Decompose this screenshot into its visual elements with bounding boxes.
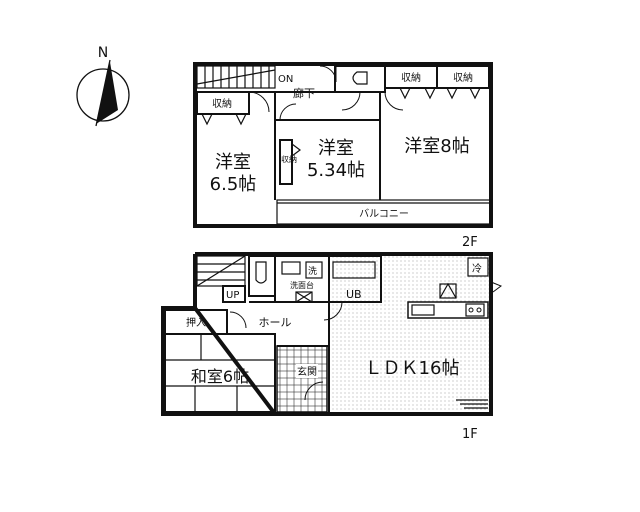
- room-western-65-line1: 洋室: [215, 152, 251, 173]
- vanity-label: 洗面台: [290, 280, 314, 290]
- room-japanese-6: 和室6帖: [191, 367, 249, 386]
- oshiire-label: 押入: [186, 316, 206, 329]
- stairs-on-label: ON: [278, 74, 293, 85]
- washing-label: 洗: [308, 265, 317, 277]
- room-western-534-line1: 洋室: [318, 138, 354, 159]
- storage-label-3: 収納: [212, 97, 232, 110]
- room-western-65-line2: 6.5帖: [210, 174, 257, 195]
- floor-1-label: 1F: [462, 427, 478, 442]
- room-ldk-16: ＬＤＫ16帖: [365, 358, 460, 379]
- unit-bath-label: UB: [346, 288, 362, 301]
- floor-2: ON 廊下 収納 収納 収納: [193, 62, 493, 250]
- floor-1: UP 洗 洗面台 UB ホール 押入 和室6帖: [161, 252, 503, 442]
- refrigerator-label: 冷: [472, 262, 482, 275]
- north-arrow-icon: [96, 62, 118, 124]
- storage-label-2: 収納: [453, 71, 473, 84]
- closet-vertical-label: 収納: [281, 154, 297, 164]
- room-western-8: 洋室8帖: [404, 136, 469, 157]
- floor-2-label: 2F: [462, 235, 478, 250]
- balcony-label: バルコニー: [359, 208, 409, 220]
- compass-north-label: N: [98, 45, 108, 61]
- storage-label-1: 収納: [401, 71, 421, 84]
- hall-label: ホール: [259, 316, 292, 329]
- compass: N: [76, 45, 130, 127]
- hallway-label: 廊下: [293, 86, 315, 100]
- up-label: UP: [226, 290, 239, 301]
- entrance-label: 玄関: [297, 365, 317, 378]
- room-western-534-line2: 5.34帖: [307, 160, 365, 181]
